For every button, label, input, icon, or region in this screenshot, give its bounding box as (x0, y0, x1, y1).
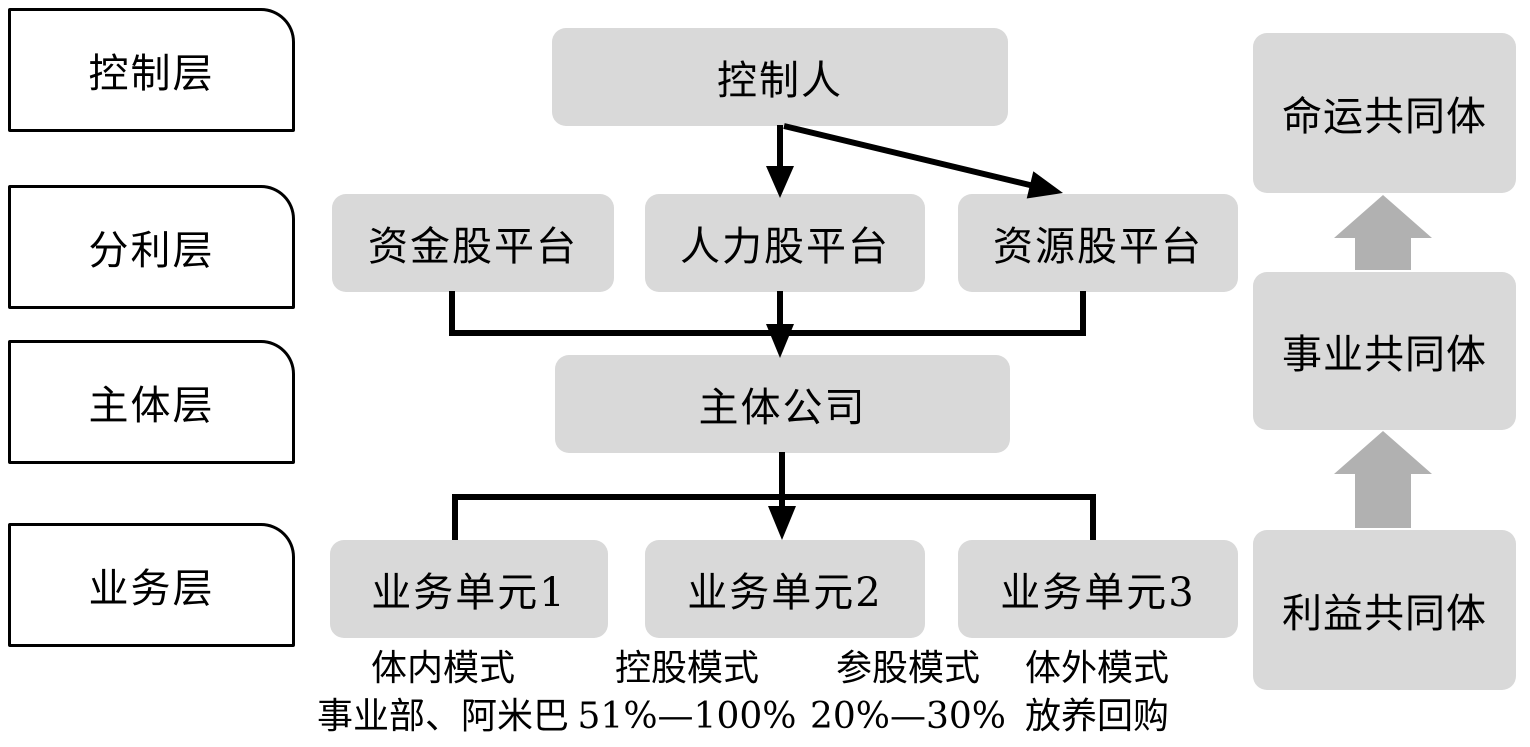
node-resource-platform-label: 资源股平台 (993, 224, 1203, 270)
community-box-interest: 利益共同体 (1253, 530, 1516, 690)
mode-group-external: 体外模式 放养回购 (1025, 645, 1169, 741)
community-label-career: 事业共同体 (1282, 332, 1487, 378)
mode-group-internal: 体内模式 事业部、阿米巴 (317, 645, 569, 741)
node-resource-platform: 资源股平台 (958, 194, 1238, 292)
node-business-unit-2: 业务单元2 (645, 540, 925, 638)
node-talent-platform: 人力股平台 (645, 194, 925, 292)
layer-box-main-entity: 主体层 (8, 340, 295, 464)
layer-label-business: 业务层 (88, 566, 215, 612)
node-main-company-label: 主体公司 (698, 385, 867, 431)
node-controller: 控制人 (552, 28, 1008, 126)
layer-label-profit-sharing: 分利层 (88, 228, 215, 274)
block-up-arrow-career-to-destiny-icon (1334, 195, 1432, 270)
mode-name-holding: 控股模式 (614, 648, 759, 689)
community-box-destiny: 命运共同体 (1253, 33, 1516, 193)
mode-detail-internal: 事业部、阿米巴 (316, 696, 570, 737)
arrowhead-to-unit2-icon (768, 506, 796, 540)
connector-controller-to-resource (783, 123, 1035, 189)
mode-name-external: 体外模式 (1024, 648, 1170, 689)
mode-group-participation: 参股模式 20%—30% (810, 645, 1006, 741)
arrowhead-to-main-company-icon (766, 324, 794, 358)
node-controller-label: 控制人 (717, 58, 843, 104)
node-business-unit-3-label: 业务单元3 (1000, 570, 1196, 616)
community-label-interest: 利益共同体 (1282, 591, 1487, 637)
community-label-destiny: 命运共同体 (1282, 94, 1487, 140)
node-capital-platform-label: 资金股平台 (368, 224, 578, 270)
mode-name-participation: 参股模式 (835, 648, 980, 689)
layer-box-control: 控制层 (8, 8, 295, 132)
node-business-unit-1: 业务单元1 (330, 540, 608, 638)
node-business-unit-1-label: 业务单元1 (371, 570, 567, 616)
mode-group-holding: 控股模式 51%—100% (578, 645, 797, 741)
node-business-unit-3: 业务单元3 (958, 540, 1238, 638)
block-up-arrow-interest-to-career-icon (1334, 431, 1432, 528)
mode-detail-external: 放养回购 (1024, 696, 1170, 737)
mode-name-internal: 体内模式 (370, 648, 516, 689)
mode-detail-holding: 51%—100% (577, 696, 797, 737)
node-capital-platform: 资金股平台 (332, 194, 614, 292)
layer-label-control: 控制层 (88, 51, 215, 97)
community-box-career: 事业共同体 (1253, 272, 1516, 430)
node-talent-platform-label: 人力股平台 (680, 224, 890, 270)
node-business-unit-2-label: 业务单元2 (687, 570, 883, 616)
layer-box-profit-sharing: 分利层 (8, 185, 295, 309)
mode-detail-participation: 20%—30% (809, 696, 1007, 737)
layer-box-business: 业务层 (8, 523, 295, 647)
node-main-company: 主体公司 (555, 355, 1010, 453)
layer-label-main-entity: 主体层 (88, 383, 215, 429)
